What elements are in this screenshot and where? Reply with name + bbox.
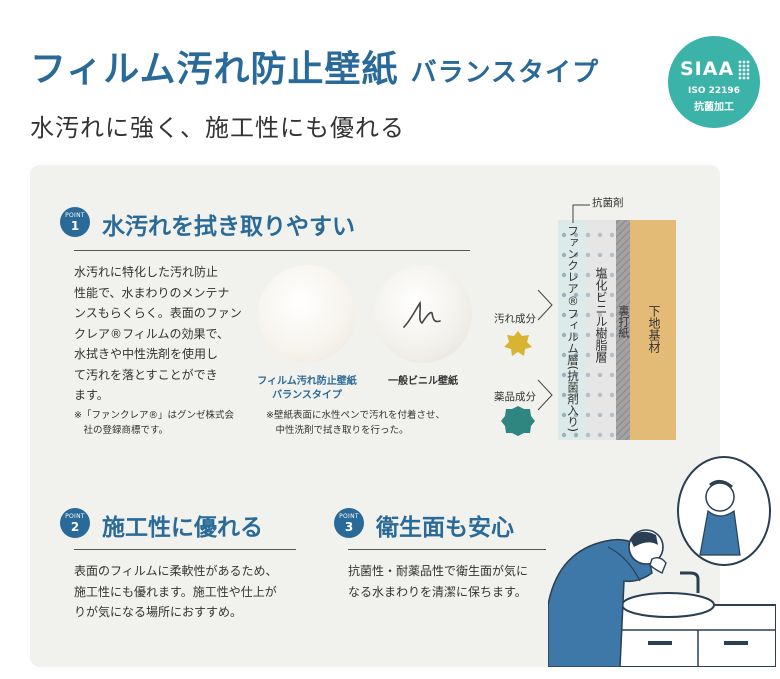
point1-body: 水汚れに特化した汚れ防止 性能で、水まわりのメンテナ ンスもらくらく。表面のファ…	[74, 265, 242, 402]
point-badge-3: POINT 3	[334, 508, 364, 538]
sample-vinyl-caption: 一般ビニル壁紙	[388, 376, 458, 387]
title-sub: バランスタイプ	[410, 58, 600, 88]
point2-body: 表面のフィルムに柔軟性があるため、 施工性にも優れます。施工性や仕上が りが気に…	[74, 564, 278, 619]
layer-paper	[616, 220, 630, 440]
dirt-particle-icon	[504, 331, 532, 356]
page-title: フィルム汚れ防止壁紙バランスタイプ	[30, 40, 599, 92]
point-badge-1: POINT 1	[60, 207, 90, 237]
point3-body: 抗菌性・耐薬品性で衛生面が気に なる水まわりを清潔に保ちます。	[348, 564, 529, 599]
point3-rule	[348, 549, 546, 550]
sample-film-caption: フィルム汚れ防止壁紙 バランスタイプ	[257, 376, 357, 401]
layer-diagram	[501, 204, 676, 440]
chemical-particle-icon	[501, 406, 535, 436]
sample-vinyl-circle	[374, 265, 472, 363]
layer-film-label: ファンクレア®フィルム層(抗菌剤入り)	[566, 225, 580, 432]
point1-footnote: ※「ファンクレア®」はグンゼ株式会 社の登録商標です。	[74, 410, 234, 436]
layer-vinyl-label: 塩化ビニル樹脂層	[594, 267, 608, 363]
point-badge-2: POINT 2	[60, 508, 90, 538]
siaa-label: 抗菌加工	[694, 102, 734, 113]
siaa-dots-icon	[738, 60, 750, 80]
siaa-iso: ISO 22196	[688, 86, 740, 96]
label-chemical: 薬品成分	[494, 391, 536, 403]
layer-base-label: 下地基材	[647, 305, 661, 353]
title-main: フィルム汚れ防止壁紙	[30, 49, 399, 90]
washing-face-illustration	[548, 456, 776, 667]
siaa-mark: SIAA	[680, 58, 735, 80]
page-subtitle: 水汚れに強く、施工性にも優れる	[30, 114, 405, 142]
layer-film-dots	[558, 220, 586, 440]
label-antibacterial: 抗菌剤	[592, 197, 624, 209]
layer-paper-label: 裏打紙	[617, 305, 630, 338]
antibacterial-leader	[572, 204, 590, 223]
layer-base	[630, 220, 676, 440]
dirt-arrow	[537, 289, 553, 321]
features-panel: POINT 1 水汚れを拭き取りやすい 水汚れに特化した汚れ防止 性能で、水まわ…	[30, 165, 720, 667]
point1-heading: 水汚れを拭き取りやすい	[102, 214, 355, 240]
chemical-arrow	[537, 379, 553, 411]
sample-film-circle	[258, 265, 356, 363]
test-note: ※壁紙表面に水性ペンで汚れを付着させ、 中性洗剤で拭き取りを行った。	[266, 410, 445, 436]
siaa-badge: SIAA ISO 22196 抗菌加工	[668, 36, 760, 128]
sink-basin	[621, 592, 715, 618]
layer-vinyl-dots	[586, 220, 616, 440]
point2-heading: 施工性に優れる	[102, 515, 263, 541]
label-dirt: 汚れ成分	[494, 313, 536, 325]
pen-scribble-icon	[403, 300, 441, 328]
point3-heading: 衛生面も安心	[376, 515, 514, 541]
point1-rule	[74, 250, 470, 251]
point2-rule	[74, 549, 296, 550]
